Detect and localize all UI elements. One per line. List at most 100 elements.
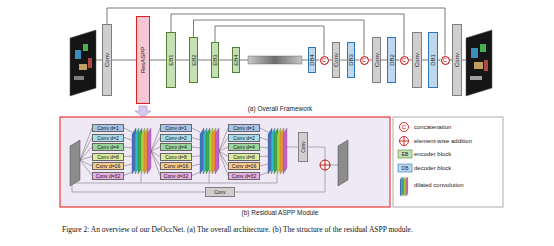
fan-wires <box>192 172 200 176</box>
node-label: Conv d=4 <box>97 145 119 150</box>
panel-caption: (b) Residual ASPP Module <box>242 210 319 217</box>
node-label: Conv d=32 <box>96 173 120 178</box>
connector <box>355 60 360 61</box>
add-symbol <box>320 160 330 170</box>
decoder-block: DB3 <box>347 42 355 78</box>
node-label: Conv d=2 <box>233 135 255 140</box>
fan-wires <box>330 165 338 166</box>
conv-block: Conv <box>298 132 308 162</box>
decoder-block: DB4 <box>308 47 316 73</box>
legend-sample-text: C <box>402 124 406 130</box>
fan-wires <box>260 172 268 176</box>
fan-wires <box>72 128 338 192</box>
dilated-conv-box: Conv d=32 <box>228 172 260 180</box>
figure-caption: Figure 2: An overview of our DeOccNet. (… <box>62 226 542 235</box>
dilated-conv-box: Conv d=2 <box>228 134 260 142</box>
dilated-conv-box: Conv d=32 <box>160 172 192 180</box>
fan-wires <box>219 138 228 152</box>
connector <box>219 60 232 61</box>
legend-item: decoder block <box>414 165 451 171</box>
fan-wires <box>124 138 132 141</box>
node-label: Conv d=8 <box>165 154 187 159</box>
concat-stack <box>132 128 151 174</box>
dilated-conv-box: Conv d=16 <box>160 162 192 170</box>
node-label: Conv d=16 <box>164 164 188 169</box>
add-symbol <box>325 160 326 170</box>
encoder-block: EB2 <box>189 37 198 83</box>
decoder-block: DB1 <box>428 32 438 88</box>
fan-wires <box>219 151 228 176</box>
concat-circle: C <box>441 56 450 65</box>
add-symbol <box>320 160 330 170</box>
fan-wires <box>124 147 132 148</box>
legend-decoder-sample <box>398 164 412 172</box>
concat-circle: C <box>360 56 369 65</box>
node-label: DB2 <box>389 54 395 66</box>
connector <box>171 14 404 56</box>
fan-wires <box>209 174 210 183</box>
concat-stack <box>268 128 287 174</box>
dilated-conv-box: Conv d=2 <box>92 134 124 142</box>
node-label: DB1 <box>430 54 436 66</box>
wire <box>462 60 466 61</box>
output-feature <box>338 140 348 186</box>
legend-add-sample <box>400 137 409 146</box>
legend-item: element-wise addition <box>414 138 472 144</box>
dilated-conv-box: Conv d=16 <box>92 162 124 170</box>
node-label: Conv d=16 <box>232 164 256 169</box>
aspp-panel <box>60 117 390 207</box>
dilated-conv-box: Conv d=16 <box>228 162 260 170</box>
encoder-block: EB4 <box>232 47 240 73</box>
legend-add-sample <box>400 137 409 146</box>
node-label: Conv d=1 <box>233 126 255 131</box>
legend-sample-text: DB <box>402 166 409 171</box>
legend-text: decoder block <box>414 165 451 171</box>
legend-encoder-sample <box>398 150 412 158</box>
residual-aspp-block: ResASPP <box>136 16 150 104</box>
node-label: Conv <box>301 141 306 153</box>
connector <box>150 60 166 61</box>
fan-wires <box>277 174 278 183</box>
concat-circle: C <box>400 56 409 65</box>
input-image <box>75 50 81 59</box>
connector <box>396 60 400 61</box>
fan-wires <box>287 147 298 148</box>
fan-wires <box>75 183 277 184</box>
dilated-conv-box: Conv d=4 <box>160 143 192 151</box>
fan-wires <box>260 128 268 132</box>
node-label: Conv d=8 <box>233 154 255 159</box>
bottleneck-bar <box>248 56 302 64</box>
node-label: Conv d=32 <box>232 173 256 178</box>
connector <box>176 60 189 61</box>
output-image <box>471 48 478 58</box>
conv-block: Conv <box>412 32 422 88</box>
legend-dilated-sample <box>400 177 408 196</box>
fan-wires <box>151 128 160 151</box>
output-image <box>480 44 486 52</box>
node-label: Conv d=4 <box>165 145 187 150</box>
dilated-conv-box: Conv d=1 <box>228 124 260 132</box>
fan-wires <box>80 160 92 166</box>
fan-wires <box>80 157 92 161</box>
fan-wires <box>260 138 268 141</box>
node-label: EB2 <box>191 54 197 65</box>
node-label: Conv <box>214 190 226 195</box>
fan-wires <box>192 164 200 166</box>
dilated-conv-box: Conv d=2 <box>160 134 192 142</box>
input-image <box>79 64 87 70</box>
output-image <box>474 62 483 69</box>
fan-wires <box>260 147 268 148</box>
legend-text: element-wise addition <box>414 138 472 144</box>
conv-block: Conv <box>332 42 340 78</box>
fan-wires <box>141 174 142 183</box>
node-label: C <box>402 57 406 63</box>
node-label: C <box>443 57 447 63</box>
fan-wires <box>124 156 132 158</box>
node-label: Conv <box>104 53 110 67</box>
legend-text: dilated convolution <box>414 182 464 188</box>
output-image <box>484 60 488 71</box>
connector <box>340 60 347 61</box>
node-label: Conv <box>414 53 420 67</box>
fan-wires <box>151 151 160 176</box>
node-label: Conv <box>333 53 339 67</box>
